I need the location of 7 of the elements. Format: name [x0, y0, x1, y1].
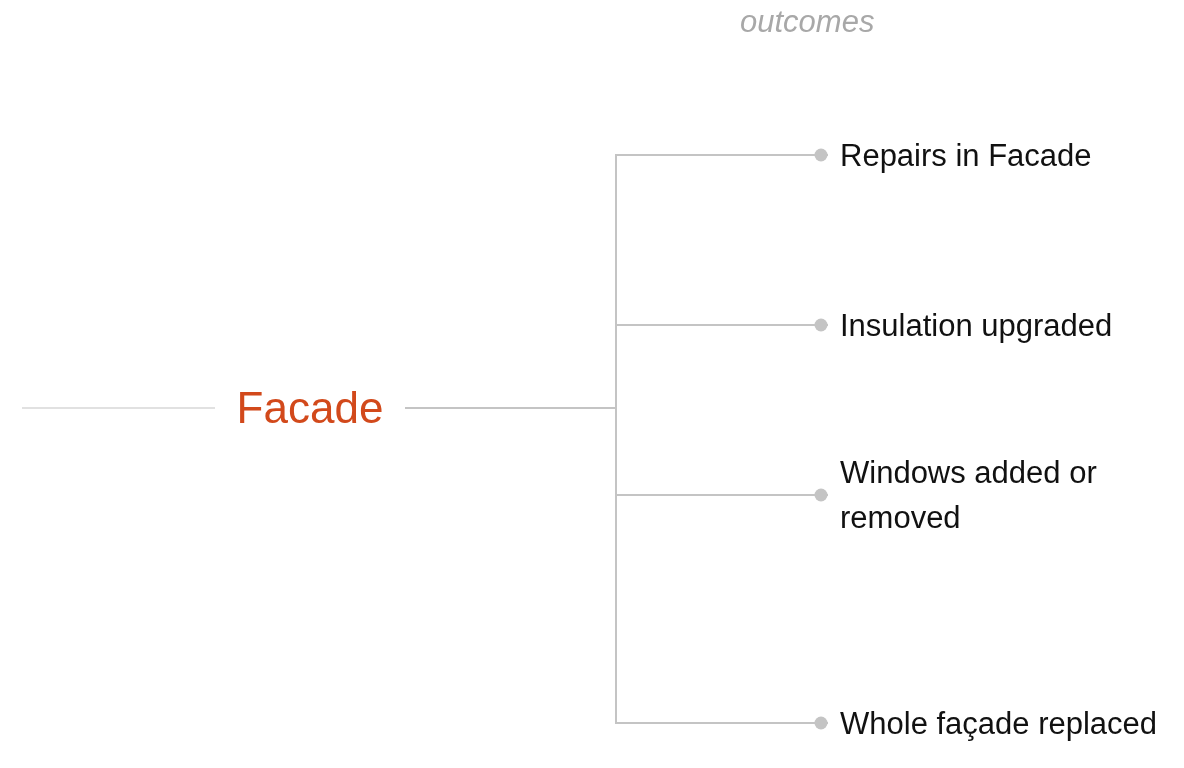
- outcome-label: Repairs in Facade: [840, 136, 1092, 175]
- connector-line: [404, 407, 829, 730]
- outcome-label: Insulation upgraded: [840, 306, 1113, 345]
- topic-label: Facade: [236, 383, 384, 433]
- outcome-label: Windows added or removed: [840, 454, 1098, 537]
- column-heading: outcomes: [740, 4, 875, 40]
- outcome-label: Whole façade replaced: [840, 704, 1158, 743]
